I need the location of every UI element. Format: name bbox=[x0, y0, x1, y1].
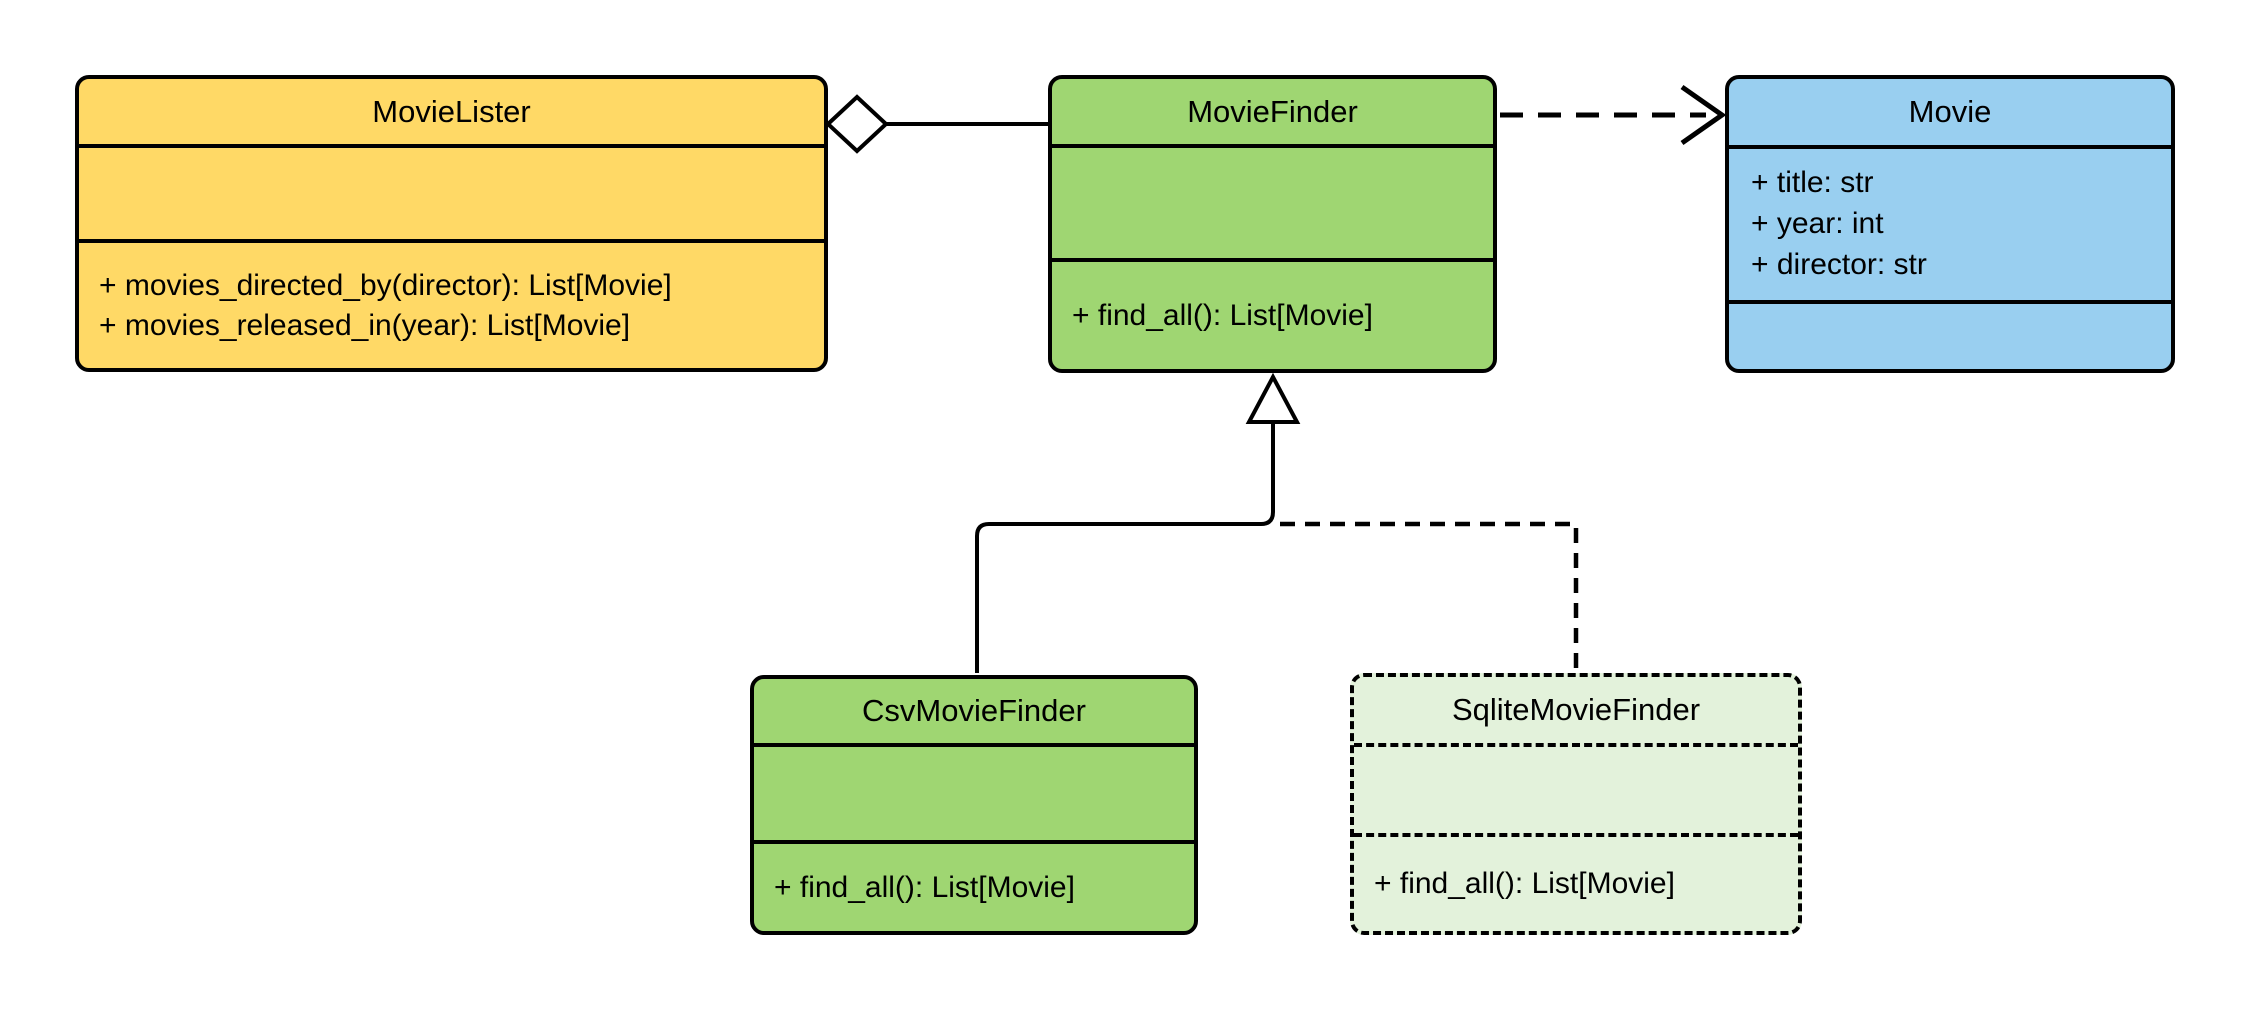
attribute-text: + director: str bbox=[1751, 248, 1927, 281]
inheritance-dashed-line bbox=[1280, 521, 1579, 671]
class-box-movie: Movie + title: str + year: int + directo… bbox=[1725, 75, 2175, 373]
class-name-text: CsvMovieFinder bbox=[862, 693, 1086, 728]
class-name-text: MovieLister bbox=[372, 93, 531, 129]
attributes-compartment: + title: str + year: int + director: str bbox=[1729, 149, 2171, 304]
class-title: Movie bbox=[1729, 79, 2171, 149]
methods-compartment: + find_all(): List[Movie] bbox=[1052, 262, 1493, 369]
inheritance-triangle-icon bbox=[1245, 372, 1301, 424]
class-title: SqliteMovieFinder bbox=[1354, 677, 1798, 747]
class-box-moviefinder: MovieFinder + find_all(): List[Movie] bbox=[1048, 75, 1497, 373]
method-text: + movies_released_in(year): List[Movie] bbox=[99, 308, 631, 342]
attributes-compartment bbox=[1354, 747, 1798, 837]
attributes-compartment bbox=[1052, 148, 1493, 262]
inheritance-solid-line bbox=[975, 422, 1275, 673]
class-name-text: Movie bbox=[1908, 94, 1992, 129]
class-title: MovieLister bbox=[79, 79, 824, 148]
methods-compartment bbox=[1729, 304, 2171, 369]
aggregation-diamond-icon bbox=[825, 94, 889, 154]
class-box-csvmoviefinder: CsvMovieFinder + find_all(): List[Movie] bbox=[750, 675, 1198, 935]
class-title: CsvMovieFinder bbox=[754, 679, 1194, 747]
methods-compartment: + movies_directed_by(director): List[Mov… bbox=[79, 243, 824, 368]
attribute-text: + title: str bbox=[1751, 166, 1874, 199]
class-name-text: SqliteMovieFinder bbox=[1451, 692, 1701, 727]
dependency-open-arrowhead-icon bbox=[1680, 84, 1727, 146]
methods-compartment: + find_all(): List[Movie] bbox=[754, 844, 1194, 931]
class-box-sqlitemoviefinder: SqliteMovieFinder + find_all(): List[Mov… bbox=[1350, 673, 1802, 935]
method-text: + movies_directed_by(director): List[Mov… bbox=[99, 268, 672, 302]
method-text: + find_all(): List[Movie] bbox=[1072, 298, 1373, 332]
method-text: + find_all(): List[Movie] bbox=[774, 870, 1075, 904]
class-box-movielister: MovieLister + movies_directed_by(directo… bbox=[75, 75, 828, 372]
attributes-compartment bbox=[79, 148, 824, 243]
class-title: MovieFinder bbox=[1052, 79, 1493, 148]
attribute-text: + year: int bbox=[1751, 207, 1884, 240]
attributes-compartment bbox=[754, 747, 1194, 844]
methods-compartment: + find_all(): List[Movie] bbox=[1354, 837, 1798, 931]
class-name-text: MovieFinder bbox=[1187, 93, 1358, 129]
method-text: + find_all(): List[Movie] bbox=[1374, 867, 1675, 900]
